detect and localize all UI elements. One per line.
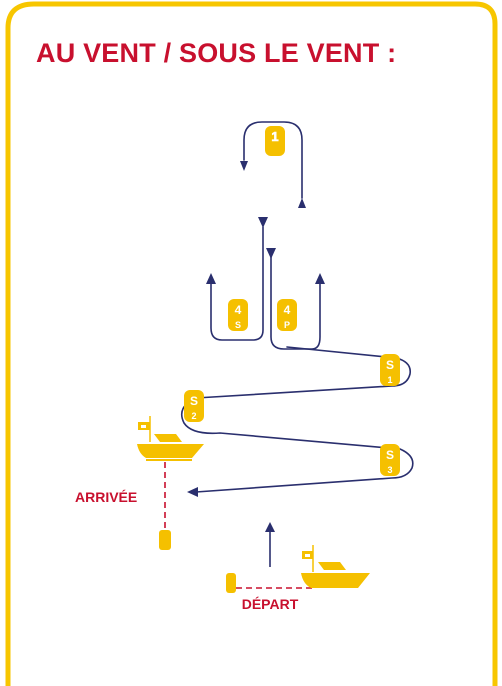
course-path (180, 121, 414, 493)
offset-mark-1: S 1 (380, 354, 400, 386)
arrow-down-icon (258, 217, 268, 228)
start-buoy (226, 573, 236, 593)
arrow-up-icon (298, 198, 306, 208)
arrow-down-icon (266, 248, 276, 259)
start-label: DÉPART (242, 596, 299, 612)
mark-letter: S (235, 320, 241, 330)
mark-letter: P (284, 320, 290, 330)
mark-letter: S (386, 448, 394, 462)
mark-number: 3 (387, 465, 392, 475)
arrow-down-icon (240, 161, 248, 171)
start-committee-boat-icon (301, 545, 370, 588)
mark-number: 4 (284, 303, 291, 317)
mark-label: 1 (271, 129, 278, 144)
finish-committee-boat-icon (137, 416, 204, 461)
finish-label: ARRIVÉE (75, 489, 137, 505)
finish-buoy (159, 530, 171, 550)
course-arrowheads (187, 161, 325, 532)
arrow-left-icon (187, 487, 198, 497)
offset-mark-2: S 2 (184, 390, 204, 422)
mark-letter: S (190, 394, 198, 408)
gate-mark-starboard: 4 S (228, 299, 248, 331)
windward-mark: 1 (265, 126, 285, 156)
page-title: AU VENT / SOUS LE VENT : (36, 38, 397, 68)
arrow-up-icon (315, 273, 325, 284)
arrow-up-icon (265, 522, 275, 532)
arrow-up-icon (206, 273, 216, 284)
mark-letter: S (386, 358, 394, 372)
gate-mark-port: 4 P (277, 299, 297, 331)
mark-number: 2 (191, 411, 196, 421)
mark-number: 4 (235, 303, 242, 317)
mark-number: 1 (387, 375, 392, 385)
offset-mark-3: S 3 (380, 444, 400, 476)
